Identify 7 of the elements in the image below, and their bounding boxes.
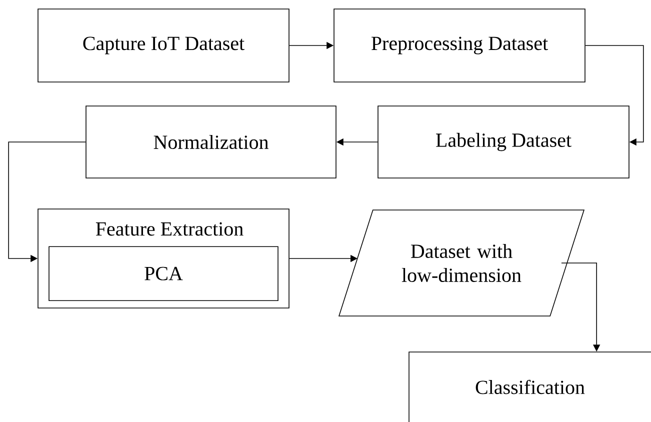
arrow xyxy=(585,45,644,146)
process-box: Preprocessing Dataset xyxy=(334,8,586,82)
process-box: Capture IoT Dataset xyxy=(38,8,290,82)
process-box: PCA xyxy=(48,246,278,301)
process-box: Classification xyxy=(408,352,651,422)
process-box: Labeling Dataset xyxy=(378,106,630,178)
process-box: Normalization xyxy=(86,106,336,178)
